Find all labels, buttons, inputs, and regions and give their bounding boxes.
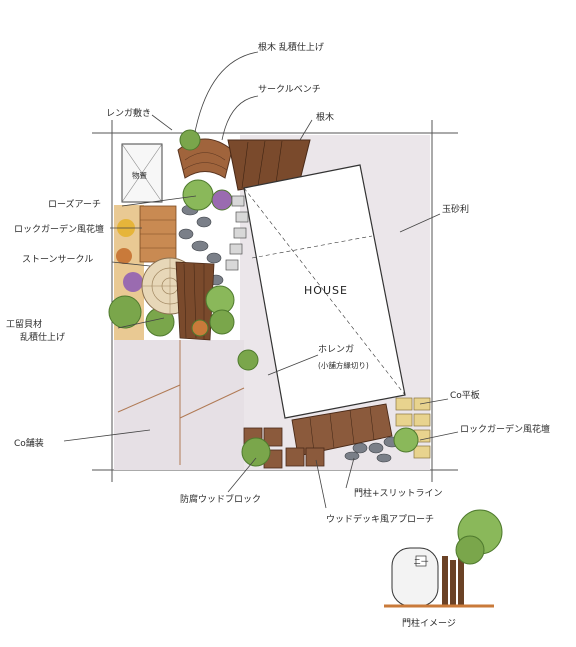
- label-shiboku: 根木: [316, 111, 334, 123]
- wood-deck-approach: [291, 403, 393, 457]
- shrubs-top: [179, 129, 233, 211]
- label-material: 工留貝材: [6, 318, 42, 330]
- label-wood-block: 防腐ウッドブロック: [180, 493, 261, 505]
- storage-shed: [121, 143, 163, 203]
- label-gravel: 玉砂利: [442, 203, 469, 215]
- label-material-finish: 乱積仕上げ: [20, 331, 65, 343]
- label-co-board: Co平板: [450, 389, 480, 401]
- house-label: HOUSE: [304, 284, 348, 297]
- stepping-stones: [225, 195, 249, 271]
- wood-slat-deck: [175, 261, 215, 341]
- label-brick-path-sub: (小舗方縁切り): [318, 360, 369, 370]
- label-gate-image: 門柱イメージ: [402, 617, 456, 629]
- shrubs-middle: [191, 285, 235, 337]
- label-stone-circle: ストーンサークル: [22, 254, 93, 265]
- label-co-paving: Co舗装: [14, 437, 44, 449]
- annotations: 根木 乱積仕上げ サークルベンチ レンガ敷き 根木 物置 ローズアーチ ロックガ…: [6, 41, 550, 629]
- left-flower-bed: [108, 205, 175, 340]
- label-rock-garden-left: ロックガーデン風花壇: [14, 223, 104, 235]
- paving-joints: [117, 340, 245, 465]
- label-brick-paving: レンガ敷き: [106, 107, 151, 119]
- label-gate-slit: 門柱+スリットライン: [354, 487, 443, 499]
- label-rose-arch: ローズアーチ: [48, 198, 101, 210]
- label-rock-garden-right: ロックガーデン風花壇: [460, 423, 550, 435]
- house-footprint: HOUSE: [243, 164, 406, 419]
- label-brick-path: ホレンガ: [318, 344, 354, 355]
- brick-paving: [139, 205, 177, 263]
- gate-sign-text: ニ一: [414, 557, 429, 566]
- label-circle-bench: サークルベンチ: [258, 84, 321, 95]
- gate-post-illustration: ニ一: [384, 509, 503, 608]
- leader-lines: [63, 51, 459, 509]
- label-storage: 物置: [132, 170, 147, 180]
- shrubs-right-bottom: [237, 349, 419, 467]
- label-wood-deck-approach: ウッドデッキ風アプローチ: [326, 513, 434, 525]
- label-shiboku-finish: 根木 乱積仕上げ: [258, 41, 324, 53]
